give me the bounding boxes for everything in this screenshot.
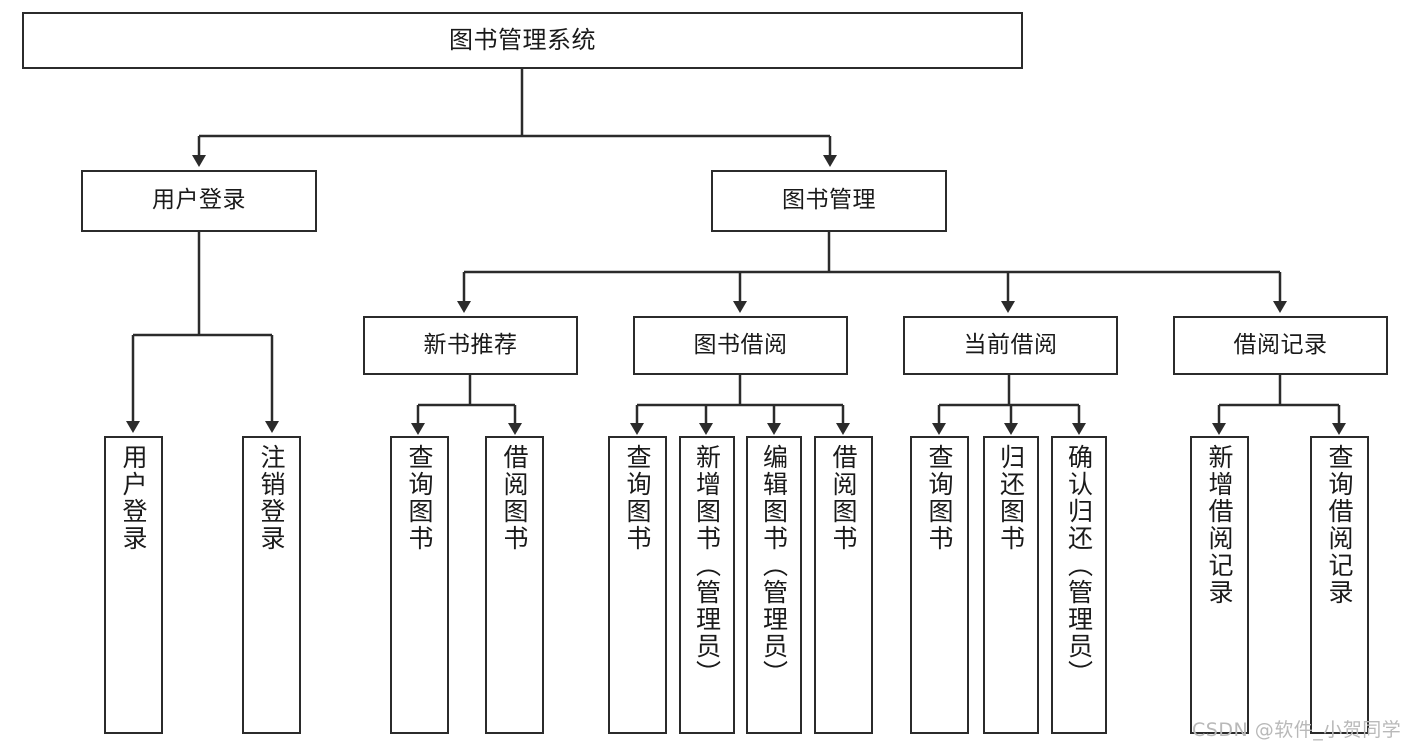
node-leaf-query-book-borrow-label: 查询图书 bbox=[623, 444, 652, 552]
node-leaf-query-borrow-record[interactable]: 查询借阅记录 bbox=[1310, 436, 1369, 734]
node-leaf-borrow-book-recommend-label: 借阅图书 bbox=[500, 444, 529, 552]
node-leaf-query-borrow-record-label: 查询借阅记录 bbox=[1325, 444, 1354, 606]
node-leaf-confirm-return-admin-label: 确认归还（管理员） bbox=[1064, 444, 1094, 687]
csdn-watermark: CSDN @软件_小贺同学 bbox=[1192, 719, 1402, 741]
node-leaf-add-book-admin[interactable]: 新增图书（管理员） bbox=[679, 436, 735, 734]
node-leaf-user-logout-label: 注销登录 bbox=[257, 444, 286, 552]
node-root-label: 图书管理系统 bbox=[449, 26, 596, 55]
node-book-borrow-label: 图书借阅 bbox=[693, 331, 788, 358]
node-new-book-recommend-label: 新书推荐 bbox=[423, 331, 518, 358]
node-book-manage-label: 图书管理 bbox=[782, 187, 876, 214]
node-user-login-label: 用户登录 bbox=[152, 187, 246, 214]
node-leaf-return-book-label: 归还图书 bbox=[996, 444, 1026, 552]
node-current-borrow-label: 当前借阅 bbox=[963, 331, 1058, 358]
node-leaf-borrow-book-borrow[interactable]: 借阅图书 bbox=[814, 436, 873, 734]
node-leaf-user-logout[interactable]: 注销登录 bbox=[242, 436, 301, 734]
node-leaf-query-book-recommend-label: 查询图书 bbox=[405, 444, 434, 552]
node-user-login[interactable]: 用户登录 bbox=[81, 170, 317, 232]
node-leaf-confirm-return-admin[interactable]: 确认归还（管理员） bbox=[1051, 436, 1107, 734]
node-borrow-record[interactable]: 借阅记录 bbox=[1173, 316, 1388, 375]
node-leaf-user-login[interactable]: 用户登录 bbox=[104, 436, 163, 734]
node-leaf-add-borrow-record-label: 新增借阅记录 bbox=[1205, 444, 1234, 606]
node-leaf-edit-book-admin-label: 编辑图书（管理员） bbox=[759, 444, 789, 687]
node-root[interactable]: 图书管理系统 bbox=[22, 12, 1023, 69]
node-leaf-query-book-borrow[interactable]: 查询图书 bbox=[608, 436, 667, 734]
node-leaf-query-book-recommend[interactable]: 查询图书 bbox=[390, 436, 449, 734]
node-new-book-recommend[interactable]: 新书推荐 bbox=[363, 316, 578, 375]
node-leaf-query-book-current[interactable]: 查询图书 bbox=[910, 436, 969, 734]
node-borrow-record-label: 借阅记录 bbox=[1233, 331, 1328, 358]
node-leaf-add-book-admin-label: 新增图书（管理员） bbox=[692, 444, 722, 687]
node-leaf-query-book-current-label: 查询图书 bbox=[925, 444, 954, 552]
node-leaf-borrow-book-borrow-label: 借阅图书 bbox=[829, 444, 858, 552]
node-leaf-return-book[interactable]: 归还图书 bbox=[983, 436, 1039, 734]
node-leaf-add-borrow-record[interactable]: 新增借阅记录 bbox=[1190, 436, 1249, 734]
node-leaf-edit-book-admin[interactable]: 编辑图书（管理员） bbox=[746, 436, 802, 734]
node-book-borrow[interactable]: 图书借阅 bbox=[633, 316, 848, 375]
node-current-borrow[interactable]: 当前借阅 bbox=[903, 316, 1118, 375]
node-leaf-user-login-label: 用户登录 bbox=[119, 444, 148, 552]
node-book-manage[interactable]: 图书管理 bbox=[711, 170, 947, 232]
node-leaf-borrow-book-recommend[interactable]: 借阅图书 bbox=[485, 436, 544, 734]
